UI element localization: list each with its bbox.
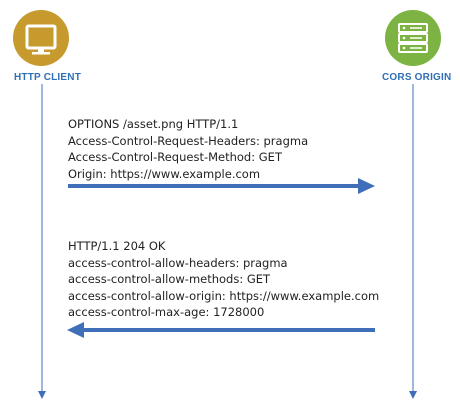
- response-message: HTTP/1.1 204 OK access-control-allow-hea…: [68, 238, 379, 321]
- response-header-line: access-control-allow-methods: GET: [68, 272, 271, 286]
- client-label: HTTP CLIENT: [14, 72, 82, 83]
- origin-actor: [385, 10, 441, 66]
- status-line: HTTP/1.1 204 OK: [68, 239, 166, 253]
- request-line: OPTIONS /asset.png HTTP/1.1: [68, 117, 239, 131]
- request-header-line: Origin: https://www.example.com: [68, 166, 261, 181]
- response-header-line: access-control-allow-headers: pragma: [68, 255, 288, 270]
- origin-label: CORS ORIGIN: [382, 72, 452, 83]
- response-arrow: [67, 322, 375, 338]
- request-header-line: Access-Control-Request-Headers: pragma: [68, 133, 309, 148]
- response-header-line: access-control-allow-origin: https://www…: [68, 288, 380, 303]
- client-actor: [13, 10, 69, 66]
- client-circle: [13, 10, 69, 66]
- server-icon: [398, 23, 428, 53]
- request-message: OPTIONS /asset.png HTTP/1.1 Access-Contr…: [68, 116, 308, 182]
- monitor-icon: [25, 24, 57, 55]
- request-arrow: [68, 178, 375, 194]
- request-header-line: Access-Control-Request-Method: GET: [68, 150, 282, 164]
- response-header-line: access-control-max-age: 1728000: [68, 305, 265, 319]
